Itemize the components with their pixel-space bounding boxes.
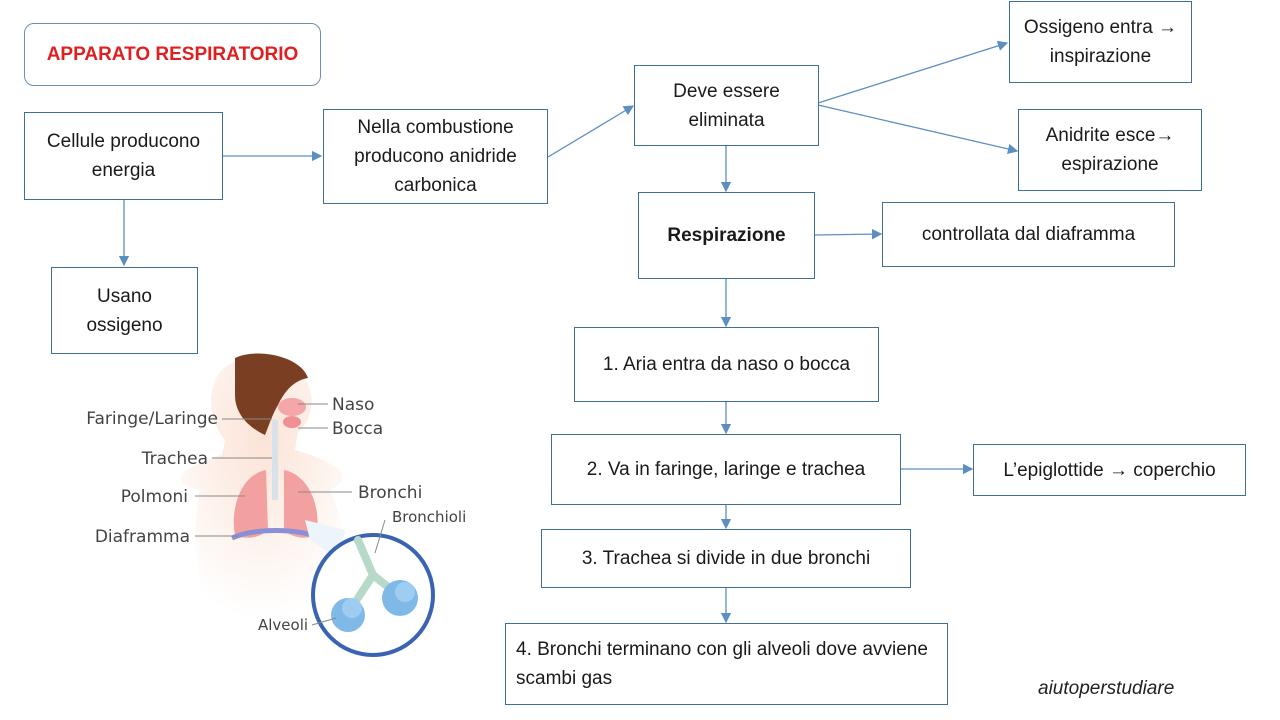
box-step1: 1. Aria entra da naso o bocca [574, 327, 879, 402]
box-respirazione: Respirazione [638, 192, 815, 279]
respiratory-illustration: Naso Bocca Faringe/Laringe Trachea Polmo… [86, 353, 466, 657]
label-alveoli: Alveoli [258, 616, 308, 634]
arrow-respirazione-diaframma [814, 228, 883, 240]
label-trachea: Trachea [141, 449, 208, 469]
label-bronchi: Bronchi [358, 483, 422, 503]
label-bocca: Bocca [332, 419, 383, 439]
label-bronchioli: Bronchioli [392, 508, 466, 526]
box-step2: 2. Va in faringe, laringe e trachea [551, 434, 901, 505]
box-step3: 3. Trachea si divide in due bronchi [541, 529, 911, 588]
label-faringe: Faringe/Laringe [86, 409, 218, 429]
arrow-combustione-eliminata [547, 105, 635, 158]
box-eliminata: Deve essere eliminata [634, 65, 819, 146]
arrow-eliminata-ossigeno [817, 40, 1009, 104]
watermark: aiutoperstudiare [1038, 678, 1175, 699]
box-cellule: Cellule producono energia [24, 112, 223, 200]
hair-shape [235, 353, 308, 435]
label-diaframma: Diaframma [95, 527, 190, 547]
box-anidrite: Anidrite esce→ espirazione [1018, 109, 1202, 191]
box-combustione: Nella combustione producono anidride car… [323, 109, 548, 204]
box-usano: Usano ossigeno [51, 267, 198, 354]
box-ossigeno: Ossigeno entra → inspirazione [1009, 1, 1192, 83]
box-step4: 4. Bronchi terminano con gli alveoli dov… [505, 623, 948, 705]
arrow-eliminata-anidrite [817, 104, 1019, 155]
diagram-title: APPARATO RESPIRATORIO [24, 23, 321, 86]
box-diaframma: controllata dal diaframma [882, 202, 1175, 267]
label-naso: Naso [332, 395, 374, 415]
label-polmoni: Polmoni [121, 487, 188, 507]
box-epiglottide: L’epiglottide → coperchio [973, 444, 1246, 496]
